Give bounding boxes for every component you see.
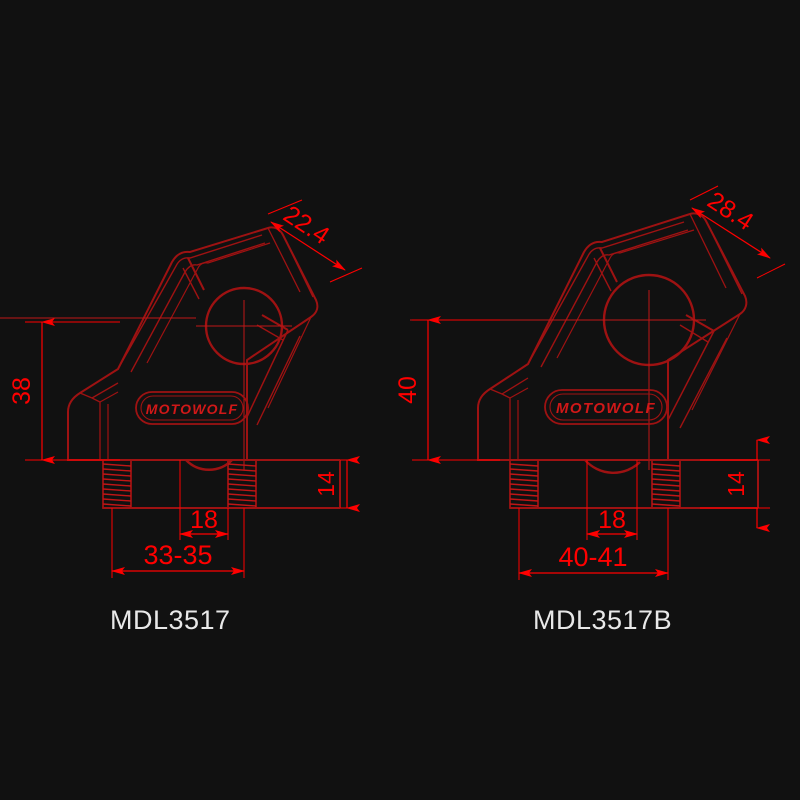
dimension-label-33-35: 33-35 <box>143 540 212 570</box>
dimension-left-overall-height: 38 <box>8 318 120 464</box>
dimension-right-bolt-spacing: 18 <box>586 460 638 540</box>
dimension-right-overall-height: 40 <box>394 316 500 464</box>
dimension-label-18-right: 18 <box>598 506 626 534</box>
dimension-label-14-left: 14 <box>313 471 339 497</box>
dimension-label-18-left: 18 <box>190 506 218 534</box>
dimension-label-40-41: 40-41 <box>558 542 627 572</box>
dimension-label-38: 38 <box>8 377 36 405</box>
dimension-label-40: 40 <box>394 376 422 404</box>
dimension-label-14-right: 14 <box>723 471 749 497</box>
dimension-left-base-thickness: 14 <box>313 456 360 512</box>
part-drawing-left <box>0 226 342 510</box>
brand-badge-left: MOTOWOLF <box>146 401 239 417</box>
dimension-left-bolt-spacing: 18 <box>179 460 229 540</box>
dimension-left-base-width: 33-35 <box>111 508 245 578</box>
caption-model-right: MDL3517B <box>533 605 673 635</box>
dimension-right-bore-width: 28.4 <box>689 185 786 279</box>
caption-model-left: MDL3517 <box>110 605 231 635</box>
dimension-right-base-width: 40-41 <box>518 508 669 580</box>
dimension-right-base-thickness: 14 <box>700 436 770 532</box>
brand-badge-right: MOTOWOLF <box>556 400 656 417</box>
dimension-left-bore-width: 22.4 <box>267 199 363 283</box>
part-drawing-right <box>408 212 760 510</box>
